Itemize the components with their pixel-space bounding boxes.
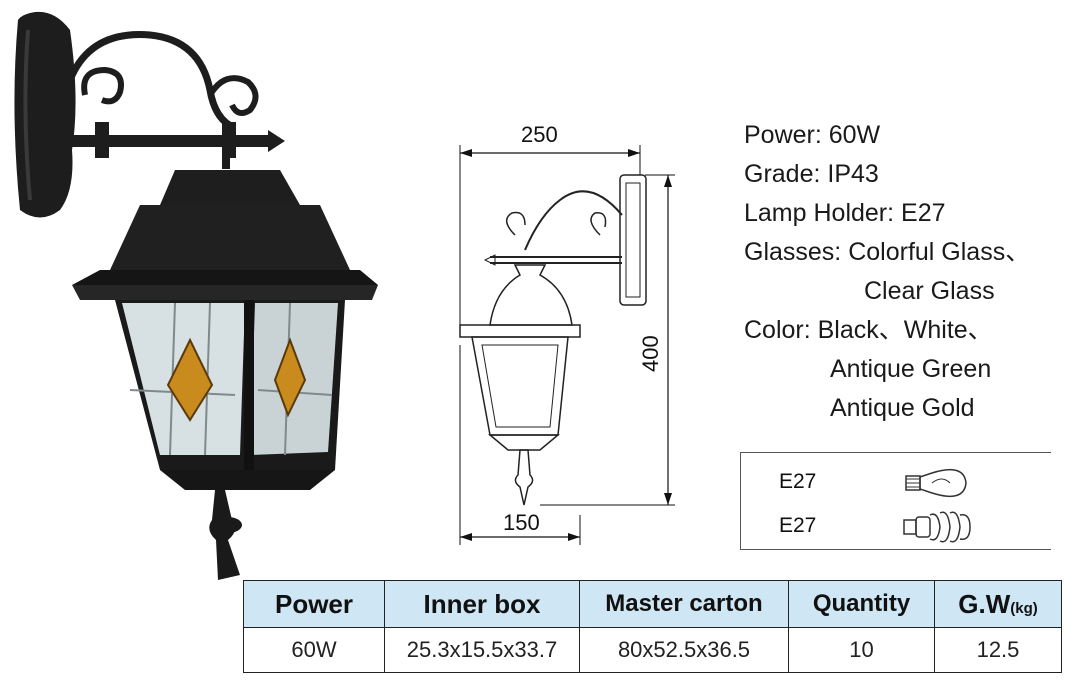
header-master-carton: Master carton <box>579 580 789 628</box>
bulb-label-cfl: E27 <box>779 514 817 537</box>
header-gross-weight: G.W(kg) <box>934 580 1062 628</box>
spec-lamp-holder: Lamp Holder: E27 <box>744 199 946 227</box>
dimension-width-top: 250 <box>521 122 558 147</box>
dimension-width-bottom: 150 <box>503 510 540 535</box>
lantern-product-photo <box>14 11 378 580</box>
header-gw-unit: (kg) <box>1010 599 1038 617</box>
cell-inner-box: 25.3x15.5x33.7 <box>384 627 580 673</box>
dimension-height: 400 <box>638 335 663 372</box>
cell-gross-weight: 12.5 <box>934 627 1062 673</box>
header-power: Power <box>243 580 385 628</box>
table-row: 60W 25.3x15.5x33.7 80x52.5x36.5 10 12.5 <box>243 627 1062 673</box>
cell-master-carton: 80x52.5x36.5 <box>579 627 789 673</box>
spec-glasses: Glasses: Colorful Glass、 <box>744 238 1031 266</box>
table-header-row: Power Inner box Master carton Quantity G… <box>243 580 1062 628</box>
incandescent-bulb-icon <box>905 468 967 498</box>
spec-grade: Grade: IP43 <box>744 160 879 188</box>
packing-table: Power Inner box Master carton Quantity G… <box>243 580 1062 673</box>
spec-color-gold: Antique Gold <box>830 394 975 422</box>
spec-color: Color: Black、White、 <box>744 316 993 344</box>
cell-power: 60W <box>243 627 385 673</box>
spec-glasses-continued: Clear Glass <box>864 277 995 305</box>
dimension-drawing <box>459 145 675 545</box>
header-quantity: Quantity <box>788 580 935 628</box>
header-inner-box: Inner box <box>384 580 580 628</box>
bulb-compatibility-box <box>740 452 1051 550</box>
spec-color-green: Antique Green <box>830 355 992 383</box>
spiral-cfl-bulb-icon <box>903 511 971 543</box>
spec-power: Power: 60W <box>744 121 881 149</box>
header-gw-label: G.W <box>958 588 1011 619</box>
cell-quantity: 10 <box>788 627 935 673</box>
bulb-label-incandescent: E27 <box>779 470 817 493</box>
